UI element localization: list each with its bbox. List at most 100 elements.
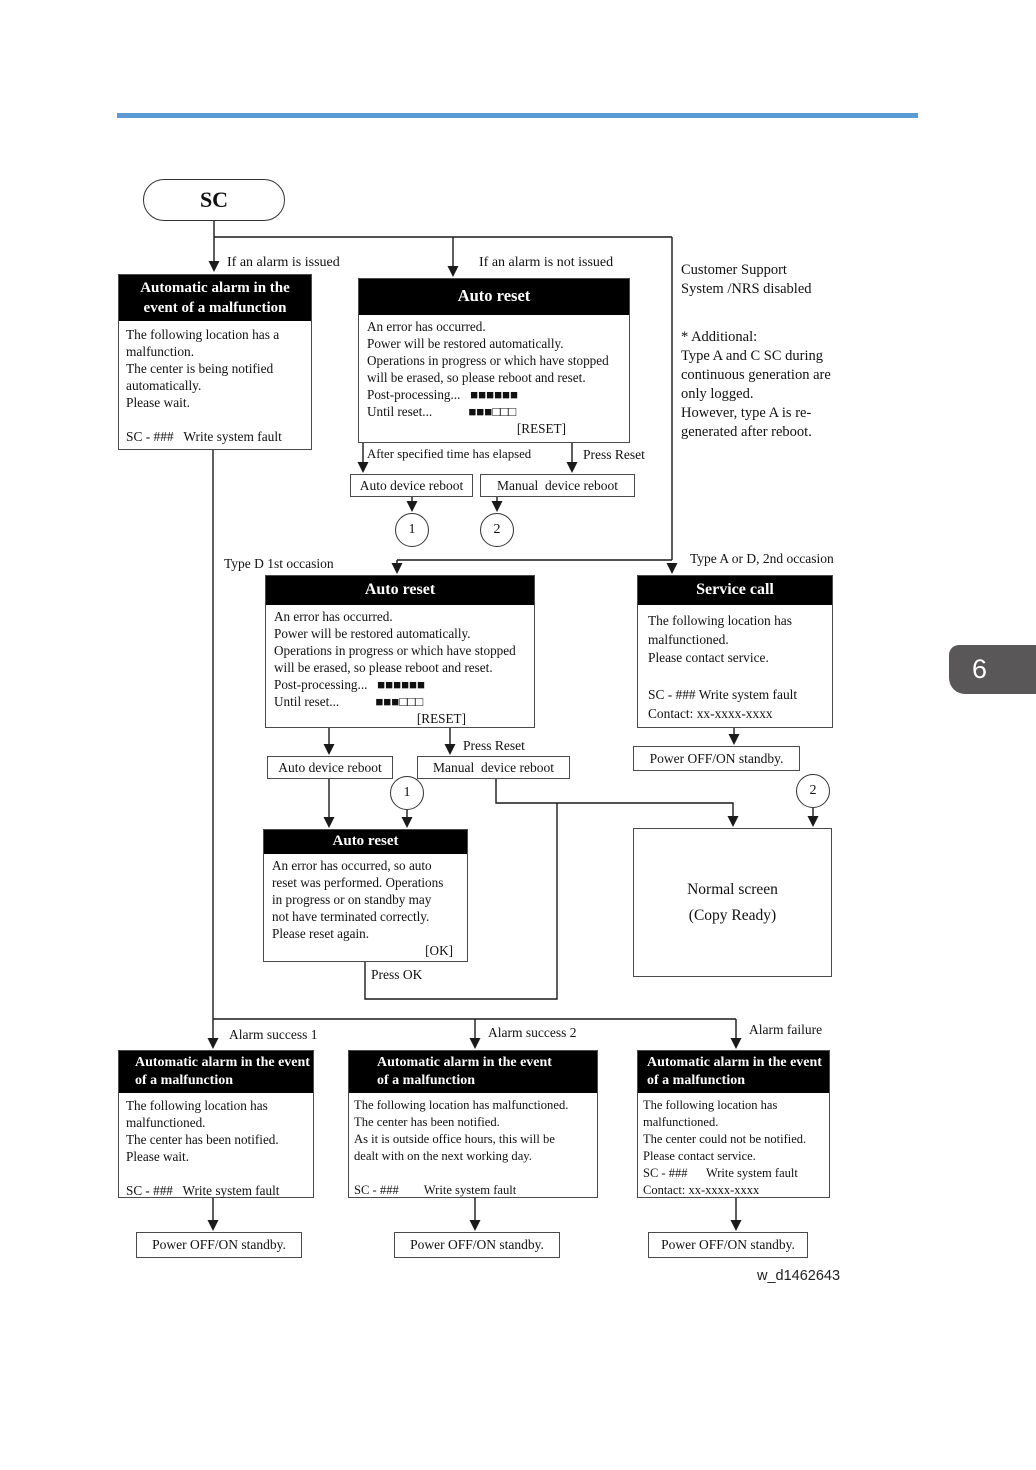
text-line: Please wait. [126,1149,189,1164]
service-call-box: Service call The following location has m… [637,575,833,728]
text-line: Operations in progress or which have sto… [367,353,609,368]
note-line: only logged. [681,386,754,402]
title-line: of a malfunction [135,1073,233,1088]
reset-key-label: [RESET] [516,421,566,436]
text-line: An error has occurred. [274,609,393,624]
connector-circle-2b: 2 [796,774,830,808]
power-standby-box-1: Power OFF/ON standby. [136,1232,302,1258]
text-line: Power will be restored automatically. [274,626,471,641]
label-alarm-not-issued: If an alarm is not issued [479,255,614,270]
text-line: Normal screen [687,880,778,898]
power-standby-box-0: Power OFF/ON standby. [633,746,800,771]
auto-reset-1-body: An error has occurred. Power will be rest… [367,318,621,420]
connector-circle-1b: 1 [390,776,424,810]
text-line: Operations in progress or which have sto… [274,643,516,658]
auto-reset-1-title: Auto reset [359,279,629,315]
alarm-failure-body: The following location has malfunctioned.… [643,1097,824,1199]
text-line: reset was performed. Operations [272,875,444,890]
text-line: (Copy Ready) [688,906,777,924]
text-line: The center has been notified. [126,1132,279,1147]
title-line: Automatic alarm in the event [377,1055,552,1070]
text-line: Until reset... ■■■□□□ [274,694,424,709]
manual-device-reboot-box-1: Manual device reboot [480,474,635,497]
text-line: The following location has [643,1098,778,1112]
note-line: generated after reboot. [681,424,812,440]
text-line: The following location has [126,1098,268,1113]
text-line: in progress or on standby may [272,892,432,907]
auto-reset-2-body: An error has occurred. Power will be rest… [274,608,526,710]
note-line: * Additional: [681,329,758,345]
top-rule [117,113,918,118]
text-line: Please contact service. [648,650,769,666]
text-line: An error has occurred. [367,319,486,334]
note-line: Customer Support [681,262,787,278]
text-line: The following location has [648,613,792,628]
text-line: not have terminated correctly. [272,909,430,924]
label-after-time: After specified time has elapsed [367,447,532,461]
label-press-ok: Press OK [371,967,423,982]
auto-device-reboot-box-1: Auto device reboot [350,474,473,497]
note-line: System /NRS disabled [681,281,812,297]
title-line: Automatic alarm in the event [135,1055,310,1070]
text-line [648,668,822,687]
power-standby-box-3: Power OFF/ON standby. [648,1232,808,1258]
figure-code: w_d1462643 [757,1268,841,1284]
note-line: continuous generation are [681,367,831,383]
sc-terminator: SC [143,179,285,221]
service-call-title: Service call [638,576,832,605]
text-line: SC - ### Write system fault [648,687,798,703]
text-line: As it is outside office hours, this will… [354,1132,555,1146]
title-line: of a malfunction [647,1073,745,1088]
text-line: Please contact service. [643,1149,756,1163]
label-press-reset-1: Press Reset [583,447,645,462]
text-line: Contact: xx-xxxx-xxxx [643,1183,760,1197]
text-line: malfunctioned. [648,631,729,647]
auto-reset-box-2: Auto reset An error has occurred.Power w… [265,575,535,728]
text-line: Post-processing... ■■■■■■ [274,677,426,692]
connector-circle-2a: 2 [480,513,514,547]
auto-device-reboot-box-2: Auto device reboot [267,756,393,779]
manual-device-reboot-box-2: Manual device reboot [417,756,570,779]
service-call-body: The following location has malfunctioned.… [648,612,822,724]
alarm-success-1-box: Automatic alarm in the event of a malfunc… [118,1050,314,1198]
text-line: The center has been notified. [354,1115,500,1129]
text-line: will be erased, so please reboot and res… [367,370,586,385]
text-line: SC - ### Write system fault [126,1183,280,1198]
text-line: The following location has malfunctioned… [354,1098,569,1112]
label-type-d: Type D 1st occasion [224,556,334,571]
ok-key-label: [OK] [425,943,453,958]
text-line [354,1165,592,1182]
note-line: However, type A is re- [681,405,812,421]
alarm-success-1-title: Automatic alarm in the event of a malfunc… [119,1051,313,1093]
text-line: Until reset... ■■■□□□ [367,404,517,419]
text-line: SC - ### Write system fault [643,1166,798,1180]
text-line: Power will be restored automatically. [367,336,564,351]
label-alarm-failure: Alarm failure [749,1022,823,1037]
text-line: The following location has a [126,327,280,342]
label-alarm-issued: If an alarm is issued [227,255,340,270]
auto-reset-3-title: Auto reset [264,830,467,854]
text-line: The center is being notified [126,361,274,376]
label-press-reset-2: Press Reset [463,738,525,753]
text-line: malfunctioned. [643,1115,719,1129]
section-tab: 6 [949,645,1036,694]
text-line: will be erased, so please reboot and res… [274,660,493,675]
power-standby-box-2: Power OFF/ON standby. [394,1232,560,1258]
text-line [126,1165,306,1182]
title-line: Automatic alarm in the [140,280,290,296]
reset-key-label: [RESET] [416,711,466,726]
text-line: automatically. [126,378,202,393]
text-line [126,411,304,428]
auto-reset-box-1: Auto reset An error has occurred. Power w… [358,278,630,443]
text-line: SC - ### Write system fault [354,1183,517,1197]
